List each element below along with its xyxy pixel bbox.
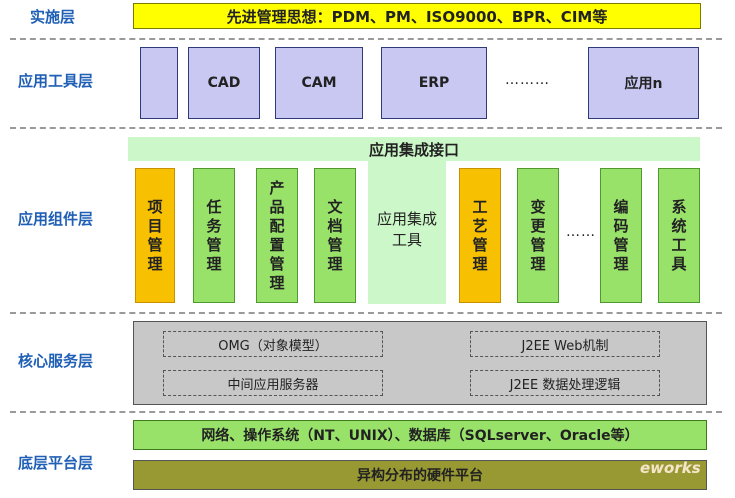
j2ee-data-logic: J2EE 数据处理逻辑 bbox=[470, 370, 660, 396]
component-label: 编码管理 bbox=[613, 197, 629, 273]
tool-box-cad: CAD bbox=[188, 47, 260, 119]
layer-label-tools: 应用工具层 bbox=[18, 72, 94, 90]
layer-label-platform: 底层平台层 bbox=[18, 454, 94, 472]
layer-separator bbox=[10, 127, 722, 129]
component-product-config-mgmt: 产品配置管理 bbox=[256, 168, 298, 303]
eworks-watermark: eworks bbox=[640, 459, 701, 477]
component-coding-mgmt: 编码管理 bbox=[600, 168, 642, 303]
layer-separator bbox=[10, 312, 722, 314]
implementation-box: 先进管理思想：PDM、PM、ISO9000、BPR、CIM等 bbox=[133, 3, 701, 29]
component-project-mgmt: 项目管理 bbox=[135, 168, 175, 303]
component-process-mgmt: 工艺管理 bbox=[459, 168, 501, 303]
component-label: 任务管理 bbox=[206, 197, 222, 273]
omg-object-model: OMG（对象模型） bbox=[163, 331, 383, 357]
component-system-tools: 系统工具 bbox=[658, 168, 700, 303]
integration-tool-column bbox=[368, 161, 446, 304]
component-label: 系统工具 bbox=[671, 197, 687, 273]
component-change-mgmt: 变更管理 bbox=[517, 168, 559, 303]
tool-box-cam: CAM bbox=[275, 47, 363, 119]
components-ellipsis: …… bbox=[566, 224, 596, 240]
middleware-app-server: 中间应用服务器 bbox=[163, 370, 383, 396]
layer-separator bbox=[10, 411, 722, 413]
layer-label-implementation: 实施层 bbox=[30, 8, 76, 26]
layer-label-core: 核心服务层 bbox=[18, 352, 94, 370]
component-label: 文档管理 bbox=[327, 197, 343, 273]
layer-separator bbox=[10, 38, 722, 40]
tool-box-app-n: 应用n bbox=[588, 47, 699, 119]
software-platform: 网络、操作系统（NT、UNIX）、数据库（SQLserver、Oracle等） bbox=[133, 420, 707, 450]
j2ee-web-mechanism: J2EE Web机制 bbox=[470, 331, 660, 357]
component-task-mgmt: 任务管理 bbox=[193, 168, 235, 303]
component-label: 变更管理 bbox=[530, 197, 546, 273]
component-integration-tool: 应用集成工具 bbox=[376, 210, 437, 249]
component-label: 工艺管理 bbox=[472, 197, 488, 273]
tool-box-blank bbox=[140, 47, 178, 119]
tools-ellipsis: ……… bbox=[505, 72, 550, 88]
integration-interface: 应用集成接口 bbox=[128, 137, 700, 161]
component-label: 项目管理 bbox=[147, 197, 163, 273]
layer-label-components: 应用组件层 bbox=[18, 210, 94, 228]
tool-box-erp: ERP bbox=[381, 47, 487, 119]
component-document-mgmt: 文档管理 bbox=[314, 168, 356, 303]
core-service-panel bbox=[133, 321, 707, 405]
component-label: 产品配置管理 bbox=[269, 178, 285, 292]
hardware-platform: 异构分布的硬件平台 bbox=[133, 460, 707, 490]
